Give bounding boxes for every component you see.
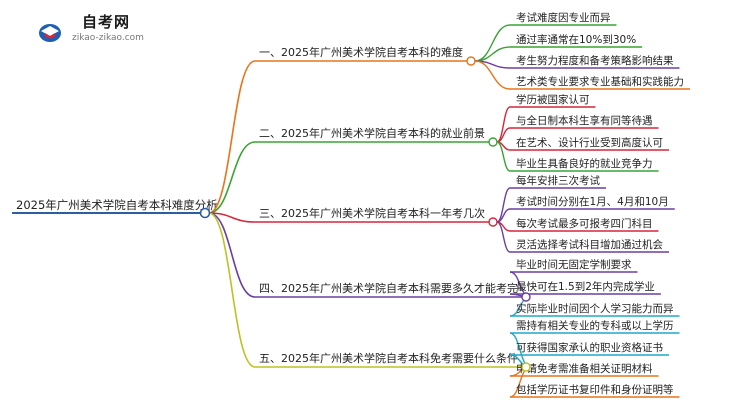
connector-root-branch-5 bbox=[208, 212, 256, 368]
leaf-label-2-2: 与全日制本科生享有同等待遇 bbox=[516, 114, 653, 127]
leaf-label-4-1: 毕业时间无固定学制要求 bbox=[516, 258, 632, 271]
leaf-label-4-3: 实际毕业时间因个人学习能力而异 bbox=[516, 302, 674, 315]
connector-branch-leaf-3-4 bbox=[496, 221, 511, 253]
connector-branch-leaf-1-4 bbox=[474, 60, 511, 90]
leaf-label-5-3: 申请免考需准备相关证明材料 bbox=[516, 362, 653, 375]
branch-node-4 bbox=[521, 292, 531, 302]
leaf-label-3-3: 每次考试最多可报考四门科目 bbox=[516, 217, 653, 230]
connector-branch-leaf-1-1 bbox=[474, 24, 511, 62]
leaf-label-3-1: 每年安排三次考试 bbox=[516, 174, 600, 187]
leaf-label-1-4: 艺术类专业要求专业基础和实践能力 bbox=[516, 75, 684, 88]
branch-node-1 bbox=[466, 56, 476, 66]
branch-node-3 bbox=[488, 217, 498, 227]
logo-url: zikao-zikao.com bbox=[72, 33, 144, 43]
connector-branch-leaf-2-1 bbox=[496, 106, 511, 143]
leaf-label-1-1: 考试难度因专业而异 bbox=[516, 11, 611, 24]
leaf-label-2-1: 学历被国家认可 bbox=[516, 93, 590, 106]
leaf-label-2-4: 毕业生具备良好的就业竞争力 bbox=[516, 157, 653, 170]
branch-label-1: 一、2025年广州美术学院自考本科的难度 bbox=[259, 45, 463, 59]
root-label: 2025年广州美术学院自考本科难度分析 bbox=[16, 198, 218, 212]
graduation-cap-icon bbox=[38, 21, 62, 43]
connector-branch-leaf-1-2 bbox=[474, 46, 511, 62]
branch-label-3: 三、2025年广州美术学院自考本科一年考几次 bbox=[259, 206, 485, 220]
connector-root-branch-1 bbox=[208, 60, 256, 214]
connector-root-branch-2 bbox=[208, 141, 256, 214]
leaf-label-5-1: 需持有相关专业的专科或以上学历 bbox=[516, 319, 674, 332]
root-node bbox=[199, 207, 211, 219]
branch-node-2 bbox=[488, 137, 498, 147]
connector-root-branch-4 bbox=[208, 212, 256, 298]
connector-branch-leaf-2-4 bbox=[496, 141, 511, 172]
branch-label-2: 二、2025年广州美术学院自考本科的就业前景 bbox=[259, 126, 485, 140]
branch-label-5: 五、2025年广州美术学院自考本科免考需要什么条件 bbox=[259, 351, 518, 365]
leaf-label-1-2: 通过率通常在10%到30% bbox=[516, 33, 636, 46]
connector-root-branch-3 bbox=[208, 212, 256, 223]
leaf-label-5-4: 包括学历证书复印件和身份证明等 bbox=[516, 383, 674, 396]
leaf-label-3-2: 考试时间分别在1月、4月和10月 bbox=[516, 195, 669, 208]
leaf-label-4-2: 最快可在1.5到2年内完成学业 bbox=[516, 280, 655, 293]
leaf-label-2-3: 在艺术、设计行业受到高度认可 bbox=[516, 136, 663, 149]
branch-node-5 bbox=[521, 362, 531, 372]
logo-name: 自考网 bbox=[82, 13, 131, 31]
leaf-label-5-2: 可获得国家承认的职业资格证书 bbox=[516, 341, 663, 354]
leaf-label-3-4: 灵活选择考试科目增加通过机会 bbox=[516, 238, 663, 251]
branch-label-4: 四、2025年广州美术学院自考本科需要多久才能考完 bbox=[259, 281, 518, 295]
leaf-label-1-3: 考生努力程度和备考策略影响结果 bbox=[516, 54, 674, 67]
